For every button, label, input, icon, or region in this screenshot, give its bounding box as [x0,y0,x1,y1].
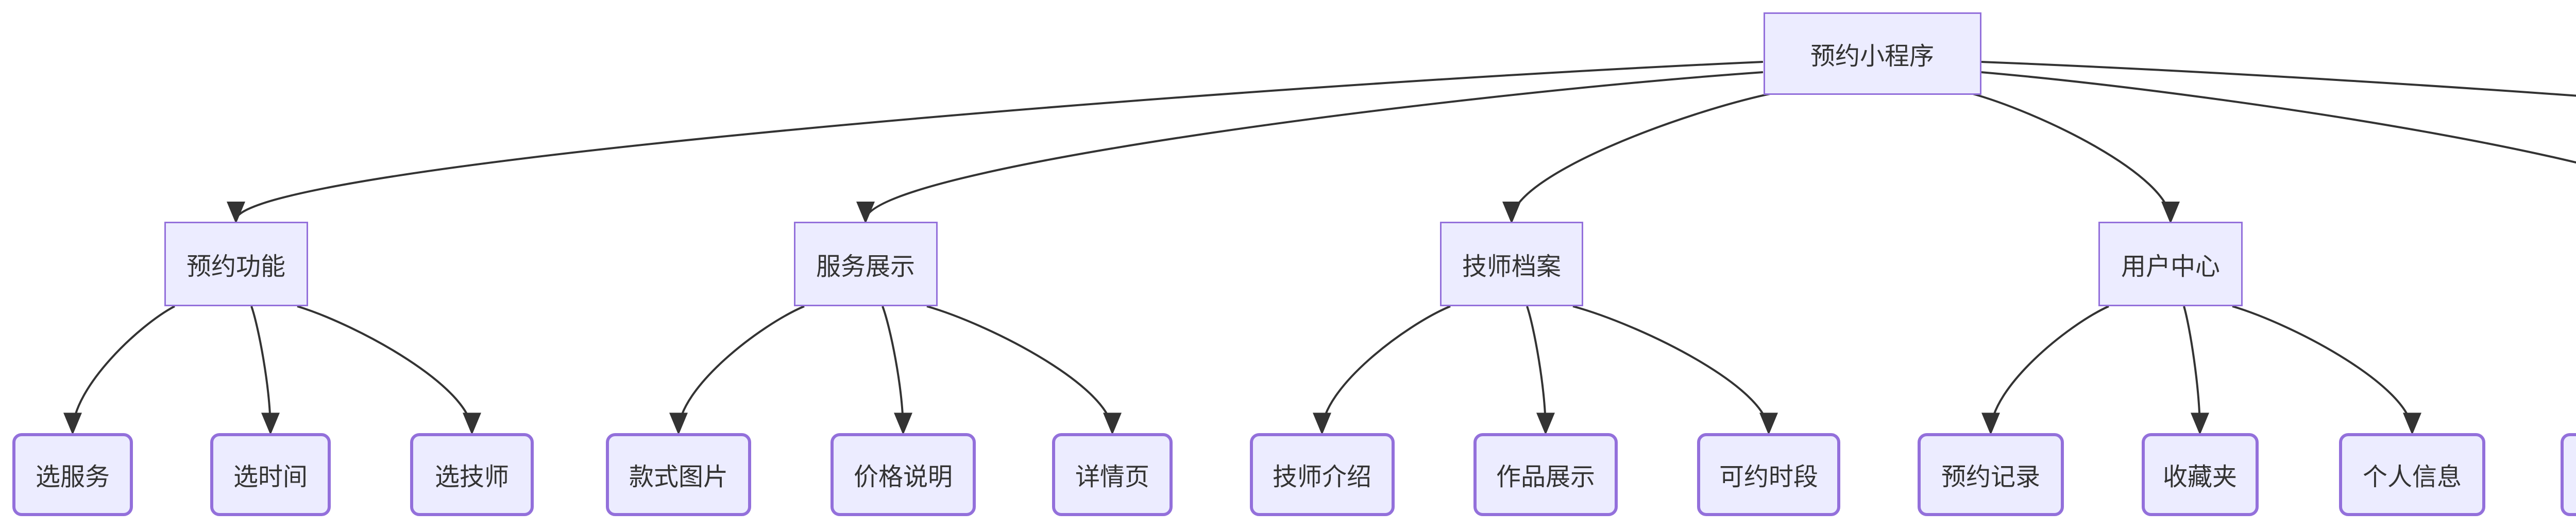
node-artist-profile: 技师档案 [1440,222,1583,306]
node-booking-features: 预约功能 [164,222,308,306]
node-label: 作品展示 [1496,464,1595,491]
node-detail-page: 详情页 [1052,433,1173,516]
node-label: 详情页 [1075,464,1149,491]
node-label: 选服务 [35,464,110,491]
node-booking-records: 预约记录 [1918,433,2064,516]
edge-root-to-service [856,71,1764,224]
edge-booking-to-pick-artist [297,305,481,435]
node-label: 可约时段 [1719,464,1818,491]
edge-artist-to-portfolio [1526,306,1555,435]
node-personal-info: 个人信息 [2339,433,2485,516]
edge-root-to-notify [1980,71,2576,164]
node-service-display: 服务展示 [793,222,938,306]
node-wechat-notice: 微信通知 [2561,433,2576,516]
node-pick-service: 选服务 [12,433,133,516]
node-portfolio: 作品展示 [1473,433,1618,516]
edge-root-to-user-center [1969,92,2180,224]
node-root-mini-program: 预约小程序 [1763,12,1981,95]
node-pick-artist: 选技师 [410,433,534,516]
node-label: 选时间 [233,464,308,491]
node-pick-time: 选时间 [210,433,331,516]
node-artist-intro: 技师介绍 [1249,433,1395,516]
edge-user-center-to-favorites [2183,306,2209,435]
node-pricing-info: 价格说明 [831,433,976,516]
node-label: 技师介绍 [1272,464,1371,491]
node-label: 服务展示 [816,253,915,280]
node-label: 用户中心 [2121,253,2220,280]
edge-service-to-pricing [882,306,912,435]
edge-service-to-detail-page [926,305,1122,435]
edge-root-to-artist [1502,92,1775,224]
edge-artist-to-time-slots [1572,305,1778,435]
node-label: 价格说明 [853,464,953,491]
edge-service-to-style-photos [669,305,805,435]
node-available-slots: 可约时段 [1697,433,1840,516]
node-favorites: 收藏夹 [2141,433,2259,516]
edge-booking-to-pick-service [63,305,175,435]
node-user-center: 用户中心 [2098,222,2243,306]
node-label: 预约记录 [1941,464,2040,491]
node-label: 个人信息 [2362,464,2462,491]
node-label: 技师档案 [1462,253,1561,280]
node-label: 预约功能 [186,253,285,280]
node-label: 收藏夹 [2162,464,2237,491]
edge-user-center-to-profile [2232,305,2421,435]
node-label: 预约小程序 [1810,43,1934,70]
edge-artist-to-artist-intro [1313,305,1451,435]
edge-root-to-payment [1980,61,2576,97]
edge-root-to-booking [227,61,1764,224]
edge-user-center-to-records [1981,305,2109,435]
node-style-photos: 款式图片 [606,433,751,516]
node-label: 款式图片 [629,464,728,491]
node-label: 选技师 [434,464,509,491]
edge-booking-to-pick-time [250,306,280,435]
